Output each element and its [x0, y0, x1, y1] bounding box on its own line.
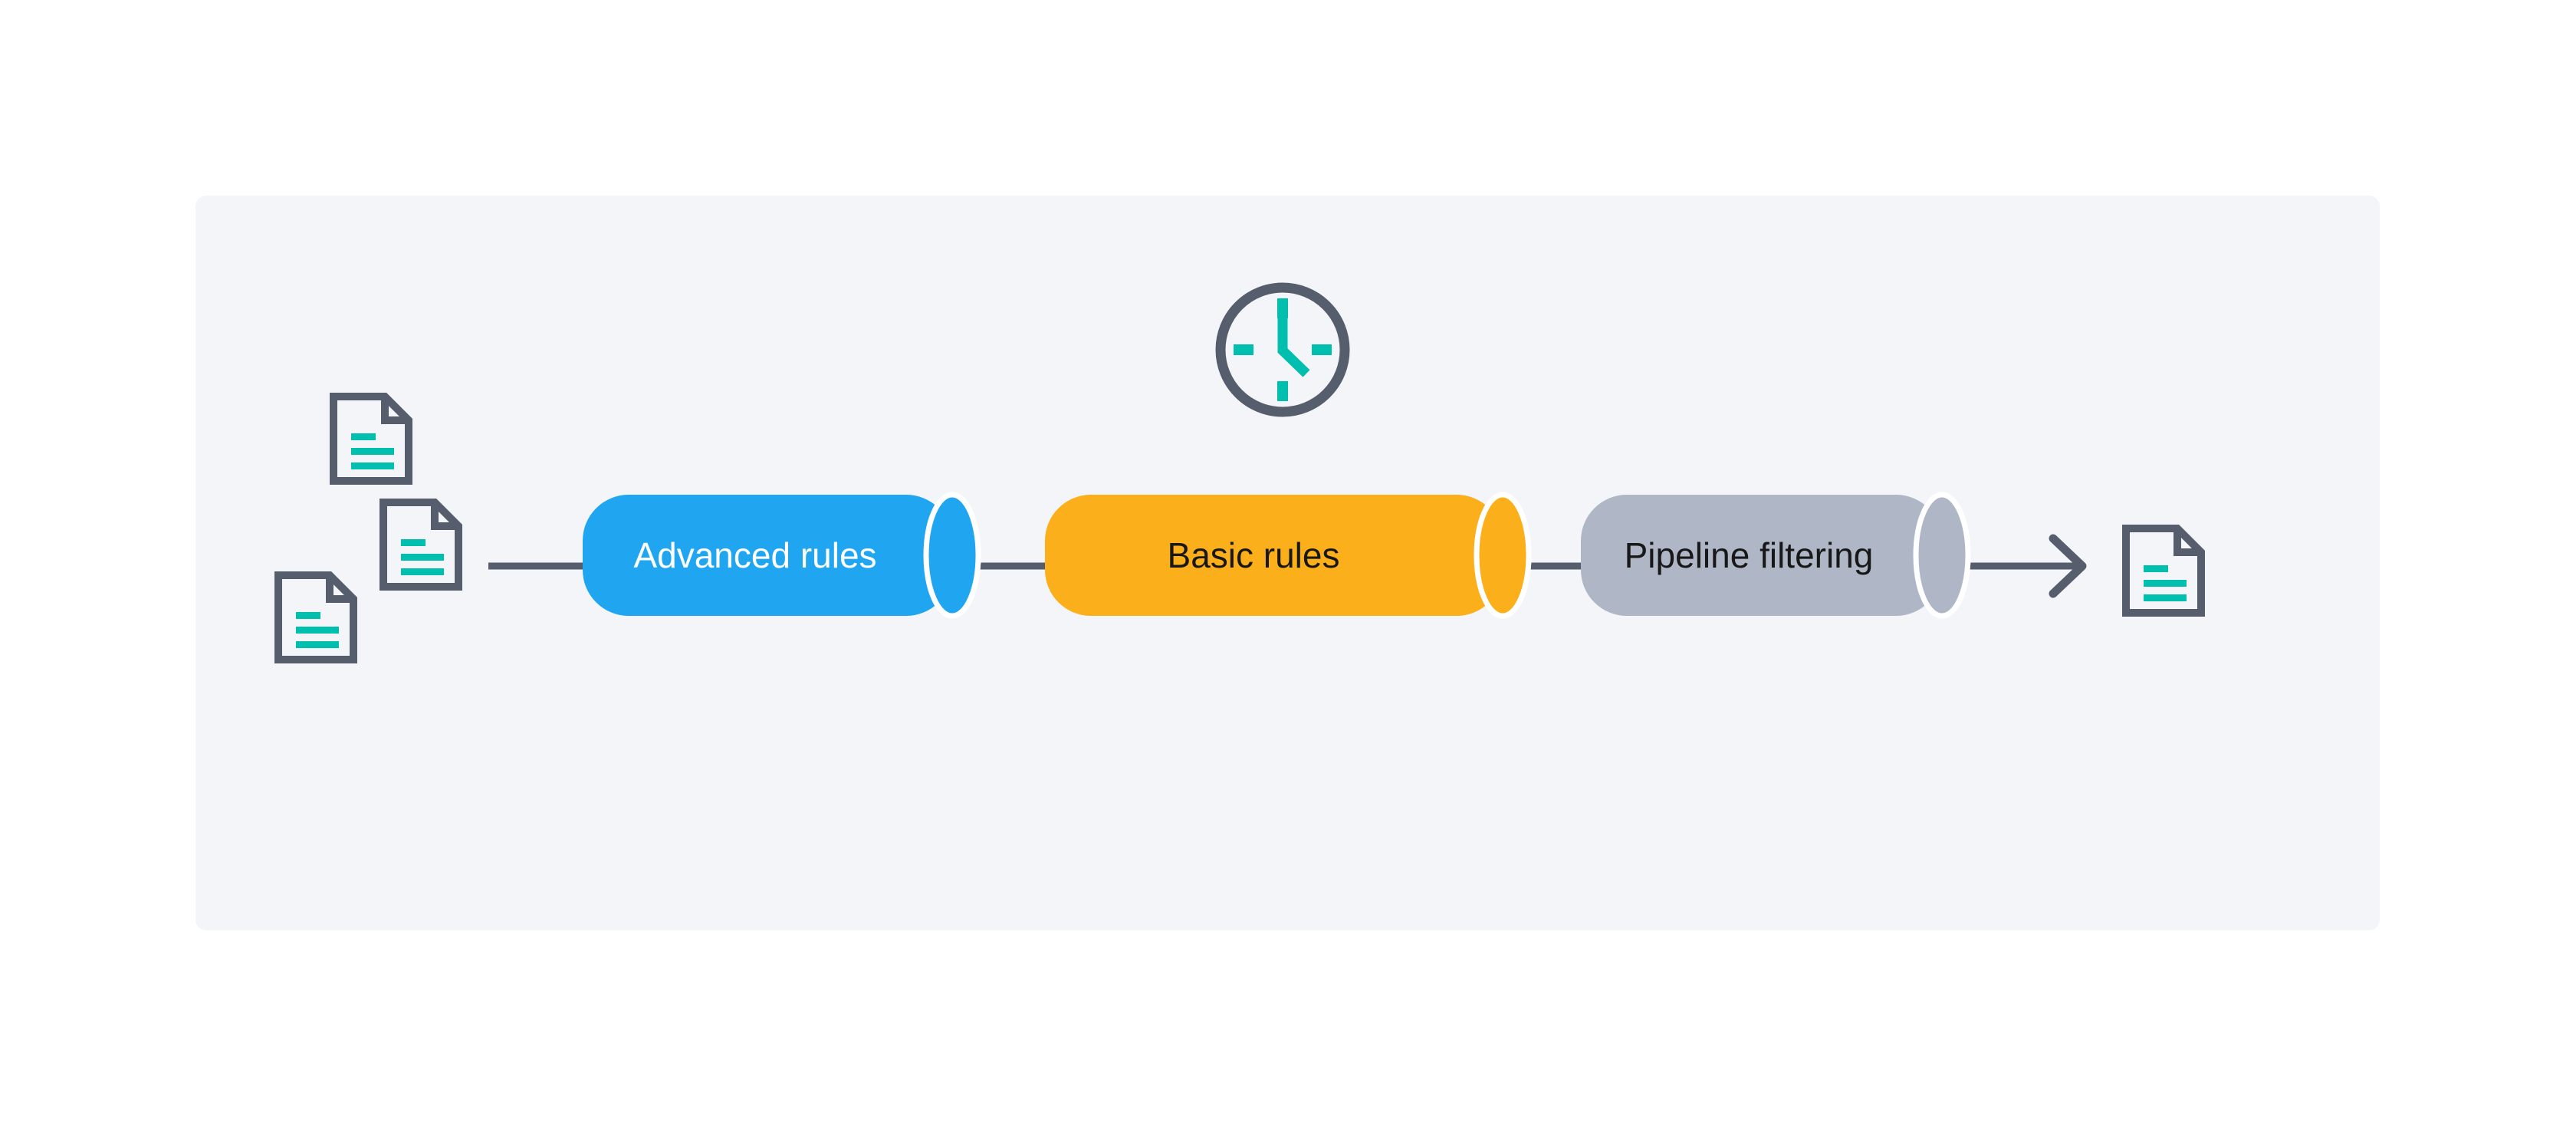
cylinder-cap-front: [1913, 492, 1971, 619]
clock-icon: [1215, 282, 1350, 417]
clock-marker-12: [1277, 298, 1288, 318]
stage-label: Basic rules: [1168, 535, 1340, 575]
stage-pipeline-filtering[interactable]: Pipeline filtering: [1581, 492, 1971, 619]
clock-marker-9: [1234, 344, 1254, 355]
cylinder-cap-front: [1474, 492, 1532, 619]
cylinder-body: [583, 495, 952, 616]
cylinder-body: [1581, 495, 1942, 616]
output-document-group: [2126, 528, 2201, 613]
stage-basic-rules[interactable]: Basic rules: [1045, 492, 1532, 619]
cylinder-cap-front: [923, 492, 981, 619]
clock-hands: [1277, 318, 1310, 377]
cylinder-body: [1045, 495, 1503, 616]
document-icon: [383, 502, 458, 587]
document-icon: [334, 397, 409, 481]
clock-marker-3: [1312, 344, 1332, 355]
arrow-head-icon: [2049, 534, 2087, 598]
stage-advanced-rules[interactable]: Advanced rules: [583, 492, 981, 619]
document-icon: [278, 575, 353, 660]
stage-label: Advanced rules: [633, 535, 876, 575]
stage-label: Pipeline filtering: [1625, 535, 1874, 575]
document-icon: [2126, 528, 2201, 613]
clock-marker-6: [1277, 381, 1288, 401]
input-documents-group: [278, 397, 458, 660]
